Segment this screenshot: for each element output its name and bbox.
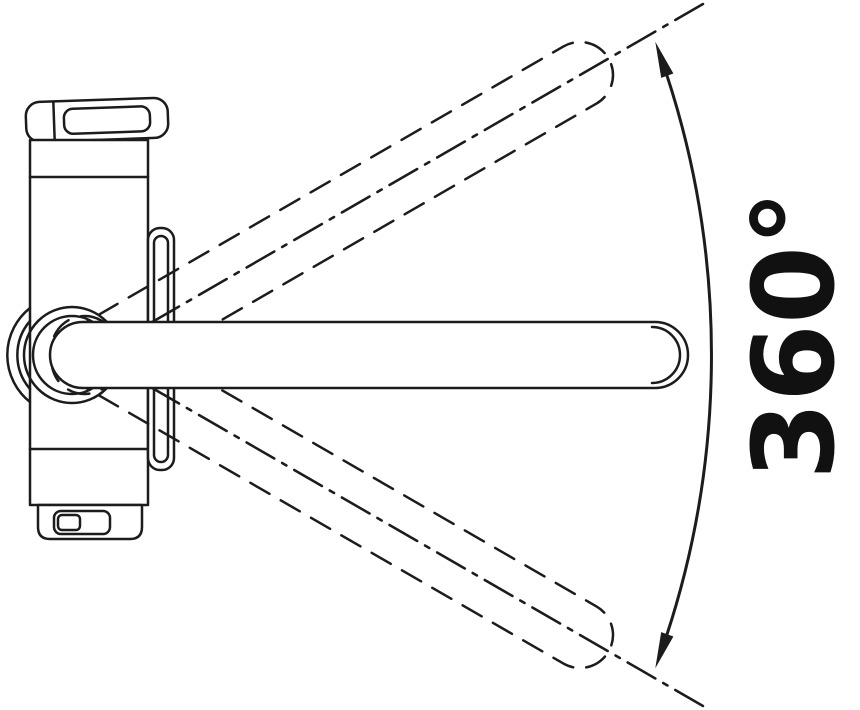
arrowhead-top-icon	[655, 41, 674, 78]
centerline-upper	[102, 1, 707, 352]
handle-grip	[62, 105, 152, 136]
left-knob-inner	[16, 319, 32, 391]
base-detail-small	[56, 513, 82, 532]
spout-end-cap-line	[650, 325, 682, 385]
left-knob-outer	[6, 306, 32, 404]
faucet-handle	[24, 96, 170, 144]
spout-dashed-lower	[50, 314, 615, 670]
faucet-body	[6, 96, 176, 541]
handle-joint-line	[52, 101, 56, 142]
spout-solid	[48, 320, 690, 390]
handle-outline	[24, 96, 170, 144]
rotation-angle-label: 360°	[730, 190, 860, 480]
rotation-arc	[658, 53, 713, 657]
centerline-lower	[102, 358, 707, 709]
base-detail	[52, 509, 112, 536]
arrowhead-bottom-icon	[655, 632, 674, 669]
